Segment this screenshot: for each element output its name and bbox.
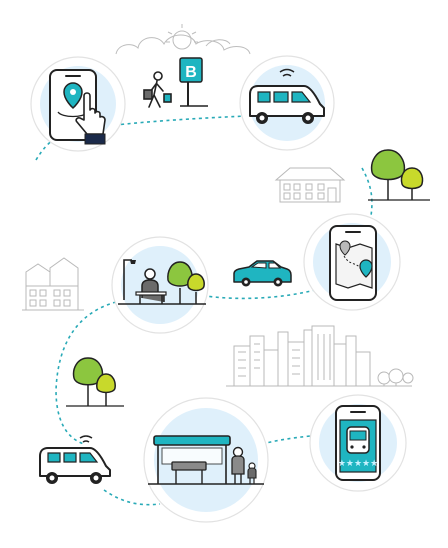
sun-icon <box>166 24 198 50</box>
cloud-icon <box>205 39 231 47</box>
city-skyline-icon <box>226 325 414 387</box>
phone-tap-icon <box>30 56 126 152</box>
car-icon <box>233 260 292 287</box>
map-phone-icon <box>303 213 401 311</box>
svg-text:★★★★★: ★★★★★ <box>338 459 378 469</box>
bench-person-icon <box>111 236 209 334</box>
bus-stop-sign-icon: B <box>179 57 208 107</box>
house-icon <box>274 167 346 203</box>
rating-stars: ★★★★★ <box>338 459 378 469</box>
bus-stop-letter: B <box>185 64 197 81</box>
house-icon <box>22 257 84 311</box>
bus-app-rating-icon: ★★★★★ <box>309 394 407 492</box>
pedestrian-icon <box>143 71 172 108</box>
dashed-route-line <box>35 115 373 506</box>
tree-icon <box>368 149 430 201</box>
shuttle-van-icon <box>239 55 335 151</box>
tree-icon <box>66 357 124 407</box>
shuttle-van-icon <box>39 435 111 484</box>
cloud-icon <box>115 34 251 55</box>
bus-shelter-icon <box>143 397 269 523</box>
